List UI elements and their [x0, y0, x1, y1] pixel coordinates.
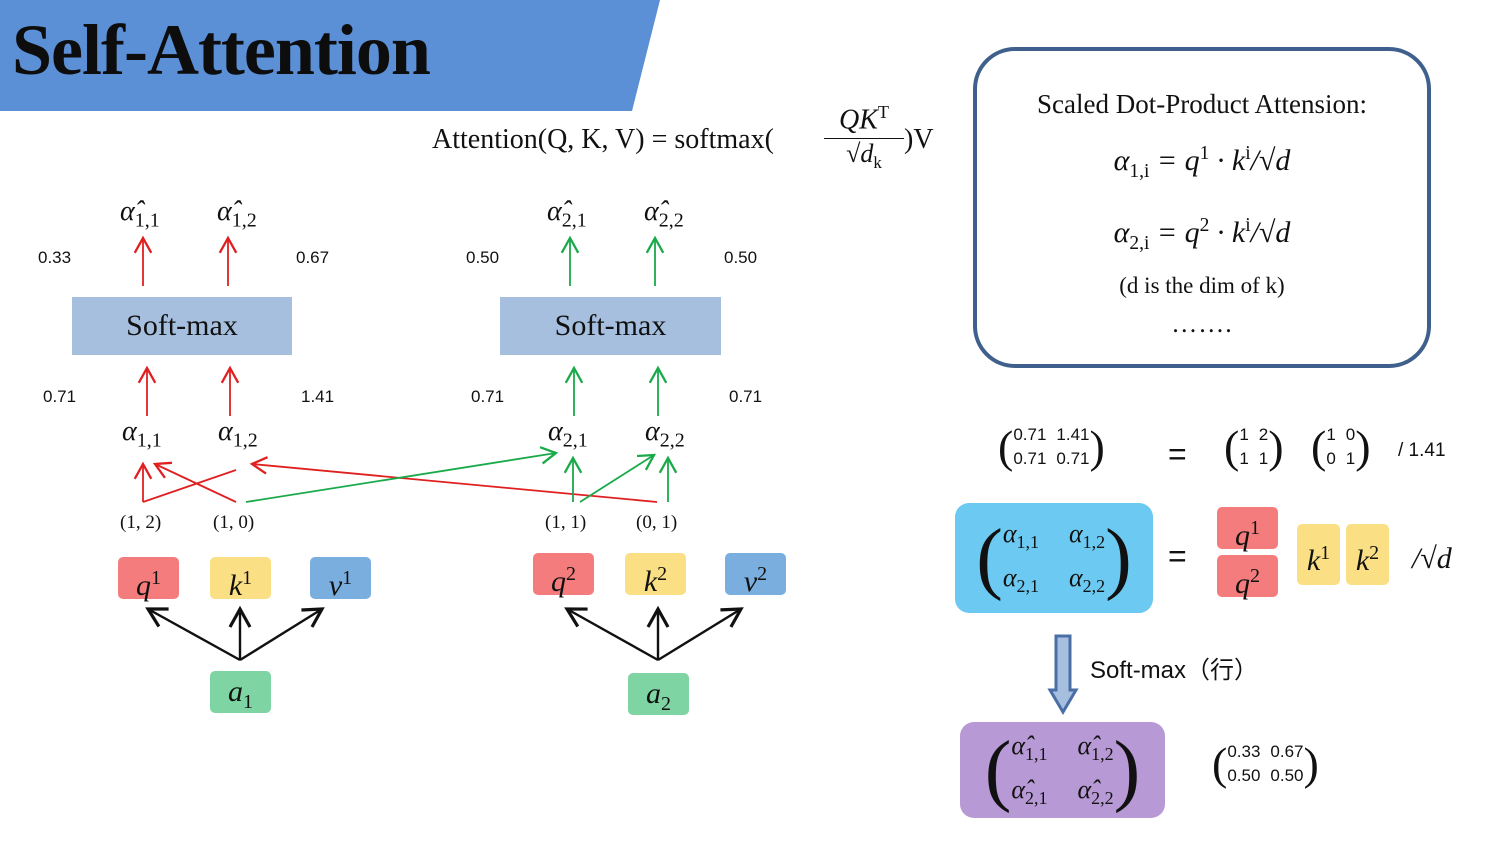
- scaled-dot-product-box: Scaled Dot-Product Attension: α1,i = q1 …: [973, 47, 1431, 368]
- q2-vector: (1, 1): [545, 512, 587, 533]
- softmax-box: Soft-max: [72, 297, 292, 355]
- sqrt-d-divisor: /√d: [1412, 542, 1452, 575]
- value-1-box: v1: [310, 557, 371, 602]
- arrow-black: [239, 607, 325, 662]
- formula-rhs: )V: [904, 124, 934, 155]
- alpha-1-2: α1,2: [218, 416, 258, 452]
- softmax-row-label: Soft-max（行）: [1090, 657, 1259, 684]
- arrow-black: [657, 607, 744, 662]
- equals-sign: =: [1168, 436, 1187, 472]
- scaled-box-title: Scaled Dot-Product Attension:: [1037, 89, 1367, 119]
- arrow-red: [152, 461, 237, 503]
- out-value: 0.50: [466, 248, 500, 267]
- out-value: 0.33: [38, 248, 72, 267]
- title-band: [0, 0, 660, 111]
- in-value: 0.71: [729, 387, 763, 406]
- formula-numerator: QKT: [824, 102, 904, 140]
- softmax-box: Soft-max: [500, 297, 721, 355]
- alpha-matrix: ( α1,1 α1,2 α2,1 α2,2 ): [955, 503, 1153, 613]
- alpha-hat-1-2: α̂1,2: [217, 196, 257, 232]
- arrow-black: [145, 607, 241, 662]
- slide-title: Self-Attention: [12, 10, 431, 90]
- key-2-box: k2: [625, 553, 686, 598]
- alpha-hat-2-1: α̂2,1: [547, 196, 587, 232]
- value-2-box: v2: [725, 553, 786, 598]
- alpha-hat-2-2: α̂2,2: [644, 196, 684, 232]
- down-arrow-icon: [1047, 634, 1079, 715]
- k2-vector: (0, 1): [636, 512, 678, 533]
- attention-formula: Attention(Q, K, V) = softmax( QKT √dk )V: [432, 100, 952, 190]
- line-red: [142, 469, 237, 503]
- alpha-2-1: α2,1: [548, 416, 588, 452]
- matrix-divisor: / 1.41: [1398, 440, 1446, 461]
- formula-lhs: Attention(Q, K, V) = softmax(: [432, 124, 774, 155]
- alpha-hat-1-1: α̂1,1: [120, 196, 160, 232]
- key-1-box: k1: [210, 557, 271, 602]
- query-1-box: q1: [118, 557, 179, 602]
- in-value: 0.71: [471, 387, 505, 406]
- k1-vector: (1, 0): [213, 512, 255, 533]
- alpha-1-1: α1,1: [122, 416, 162, 452]
- key-1-box: k1: [1297, 524, 1340, 585]
- scaled-box-ellipsis: …….: [1171, 309, 1233, 338]
- key-2-box: k2: [1346, 524, 1389, 585]
- in-value: 0.71: [43, 387, 77, 406]
- alpha-2-2: α2,2: [645, 416, 685, 452]
- arrow-black: [564, 607, 659, 662]
- arrow-green: [245, 446, 559, 503]
- scaled-box-note: (d is the dim of k): [1119, 273, 1285, 298]
- equals-sign: =: [1168, 538, 1187, 574]
- in-value: 1.41: [301, 387, 335, 406]
- input-a2-box: a2: [628, 673, 689, 715]
- query-2-box: q2: [533, 553, 594, 598]
- scaled-eq-1: α1,i = q1 · ki/√d: [1113, 143, 1291, 182]
- scaled-eq-2: α2,i = q2 · ki/√d: [1113, 215, 1291, 254]
- out-value: 0.67: [296, 248, 330, 267]
- out-value: 0.50: [724, 248, 758, 267]
- input-a1-box: a1: [210, 671, 271, 713]
- query-2-box: q2: [1217, 555, 1278, 600]
- alpha-hat-matrix: ( α̂1,1 α̂1,2 α̂2,1 α̂2,2 ): [960, 722, 1165, 818]
- formula-fraction: QKT √dk: [824, 102, 904, 174]
- query-1-box: q1: [1217, 507, 1278, 552]
- arrow-green: [579, 453, 657, 503]
- q1-vector: (1, 2): [120, 512, 162, 533]
- formula-denominator: √dk: [846, 139, 882, 173]
